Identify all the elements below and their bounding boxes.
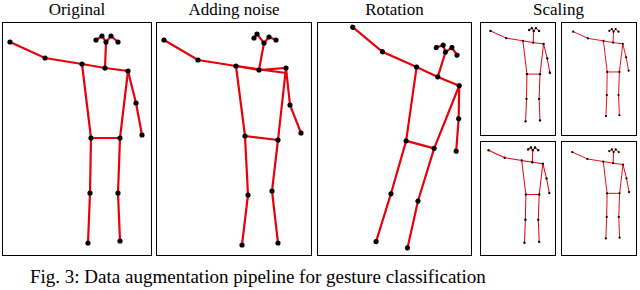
- panel-heading: Rotation: [317, 0, 472, 20]
- panel-frame: [156, 22, 312, 256]
- panel-frame: [2, 22, 152, 256]
- panel: Adding noise: [156, 0, 312, 256]
- panel-heading: Scaling: [480, 0, 637, 20]
- panel-heading: Original: [2, 0, 152, 20]
- sub-panel-frame: [561, 141, 637, 256]
- sub-panel-frame: [480, 22, 556, 136]
- panel-heading: Adding noise: [156, 0, 312, 20]
- sub-panel-frame: [480, 141, 556, 256]
- panel-frame: [317, 22, 472, 256]
- sub-panel-frame: [561, 22, 637, 136]
- panel: Rotation: [317, 0, 472, 256]
- panel: Scaling: [480, 0, 637, 256]
- panel: Original: [2, 0, 152, 256]
- figure-caption: Fig. 3: Data augmentation pipeline for g…: [30, 266, 486, 288]
